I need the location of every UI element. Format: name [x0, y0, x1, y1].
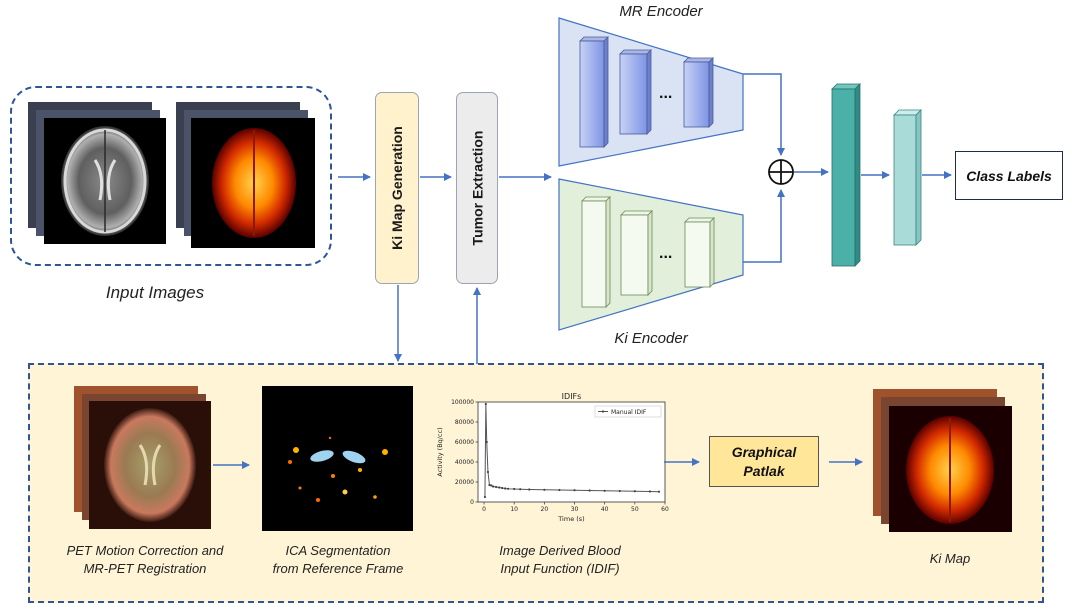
data-point	[633, 490, 636, 493]
data-point	[528, 488, 531, 491]
data-point	[484, 402, 487, 406]
x-tick-label: 0	[482, 506, 486, 513]
class-labels-box: Class Labels	[955, 151, 1063, 200]
chart-title: IDIFs	[562, 392, 582, 401]
y-tick-label: 60000	[455, 439, 474, 446]
mr-encoder-ellipsis: ...	[659, 85, 673, 102]
ki-encoder-layers	[581, 196, 715, 308]
input-images-caption: Input Images	[105, 283, 205, 302]
x-tick-label: 30	[571, 506, 579, 513]
ki-map-stack	[873, 389, 1012, 532]
data-point	[491, 485, 495, 488]
data-point	[603, 489, 606, 492]
y-tick-label: 0	[470, 499, 474, 506]
pet-stack	[176, 102, 315, 248]
y-tick-label: 80000	[455, 419, 474, 426]
step2-caption: ICA Segmentation from Reference Frame	[272, 543, 404, 576]
data-point	[519, 488, 522, 491]
data-point	[490, 484, 493, 487]
data-point	[488, 483, 491, 487]
series-line	[484, 403, 659, 498]
step3-caption: Image Derived Blood Input Function (IDIF…	[499, 543, 621, 576]
idif-chart: IDIFs 0 10 20 30 40 50 60 0 20000 40000 60000 80000 1…	[436, 392, 669, 523]
x-tick-label: 10	[510, 506, 518, 513]
data-point	[485, 440, 488, 444]
data-point	[558, 488, 561, 492]
step1-caption: PET Motion Correction and MR-PET Registr…	[66, 543, 224, 576]
step4-caption: Ki Map	[929, 551, 971, 566]
data-point	[507, 487, 510, 490]
chart-plot-area	[477, 401, 666, 503]
input-images-box	[10, 86, 332, 266]
y-tick-label: 20000	[455, 479, 474, 486]
data-point	[501, 486, 504, 490]
data-point	[543, 488, 546, 491]
ki-encoder-label: Ki Encoder	[614, 330, 688, 347]
data-point	[494, 485, 498, 489]
data-point	[657, 490, 661, 493]
tumor-extraction-block: Tumor Extraction	[456, 92, 498, 284]
ki-map-generation-label: Ki Map Generation	[389, 126, 405, 250]
dense-layer-1	[831, 83, 861, 267]
graphical-patlak-block: Graphical Patlak	[709, 436, 819, 487]
data-point	[513, 487, 516, 491]
legend-box	[594, 405, 662, 418]
tumor-extraction-label: Tumor Extraction	[469, 130, 485, 246]
y-axis-label: Activity (Bq/cc)	[436, 427, 444, 476]
x-tick-label: 60	[661, 506, 669, 513]
mri-stack	[28, 102, 166, 244]
y-tick-label: 100000	[451, 399, 474, 406]
x-tick-label: 40	[601, 506, 609, 513]
data-point	[618, 489, 621, 493]
y-tick-label: 40000	[455, 459, 474, 466]
mr-encoder-label: MR Encoder	[619, 3, 703, 20]
x-axis-label: Time (s)	[557, 515, 584, 523]
fused-stack	[74, 386, 211, 529]
data-point	[483, 495, 487, 499]
ki-map-generation-block: Ki Map Generation	[375, 92, 419, 284]
data-point	[504, 487, 507, 490]
dense-layer-2	[893, 109, 922, 246]
data-point	[648, 490, 652, 493]
patlak-label-line1: Graphical	[731, 443, 797, 460]
ica-segmentation-image	[262, 386, 413, 531]
legend-marker	[601, 410, 605, 413]
data-point	[588, 489, 591, 492]
data-point	[498, 486, 501, 489]
legend-label: Manual IDIF	[611, 409, 647, 416]
x-tick-label: 50	[631, 506, 639, 513]
data-point	[486, 470, 490, 474]
ki-encoder-ellipsis: ...	[659, 245, 673, 262]
mr-encoder-layers	[579, 36, 714, 148]
data-point	[573, 489, 576, 492]
patlak-label-line2: Patlak	[743, 462, 785, 479]
x-tick-label: 20	[541, 506, 549, 513]
